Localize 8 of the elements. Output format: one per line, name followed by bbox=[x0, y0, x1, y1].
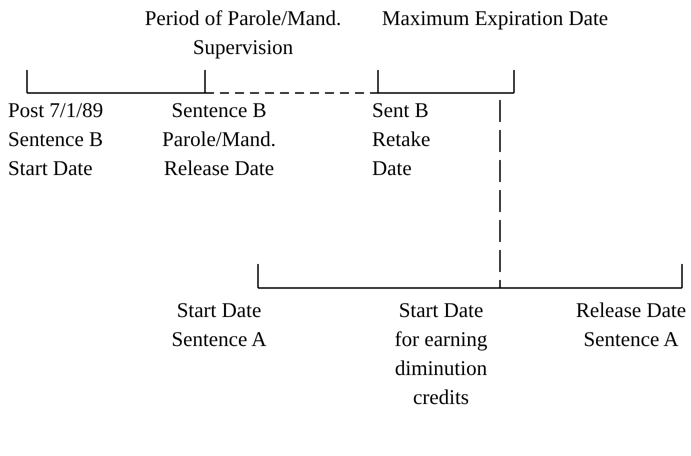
timeline-label: Maximum Expiration Date bbox=[380, 5, 610, 32]
timeline-label: Sentence B Parole/Mand. Release Date bbox=[161, 97, 277, 182]
timeline-label: Start Date Sentence A bbox=[170, 297, 268, 353]
timeline-label: Period of Parole/Mand. Supervision bbox=[144, 5, 342, 61]
timeline-label: Start Date for earning diminution credits bbox=[394, 297, 488, 411]
timeline-label: Post 7/1/89 Sentence B Start Date bbox=[8, 97, 104, 182]
timeline-label: Sent B Retake Date bbox=[372, 97, 432, 182]
timeline-label: Release Date Sentence A bbox=[574, 297, 688, 353]
